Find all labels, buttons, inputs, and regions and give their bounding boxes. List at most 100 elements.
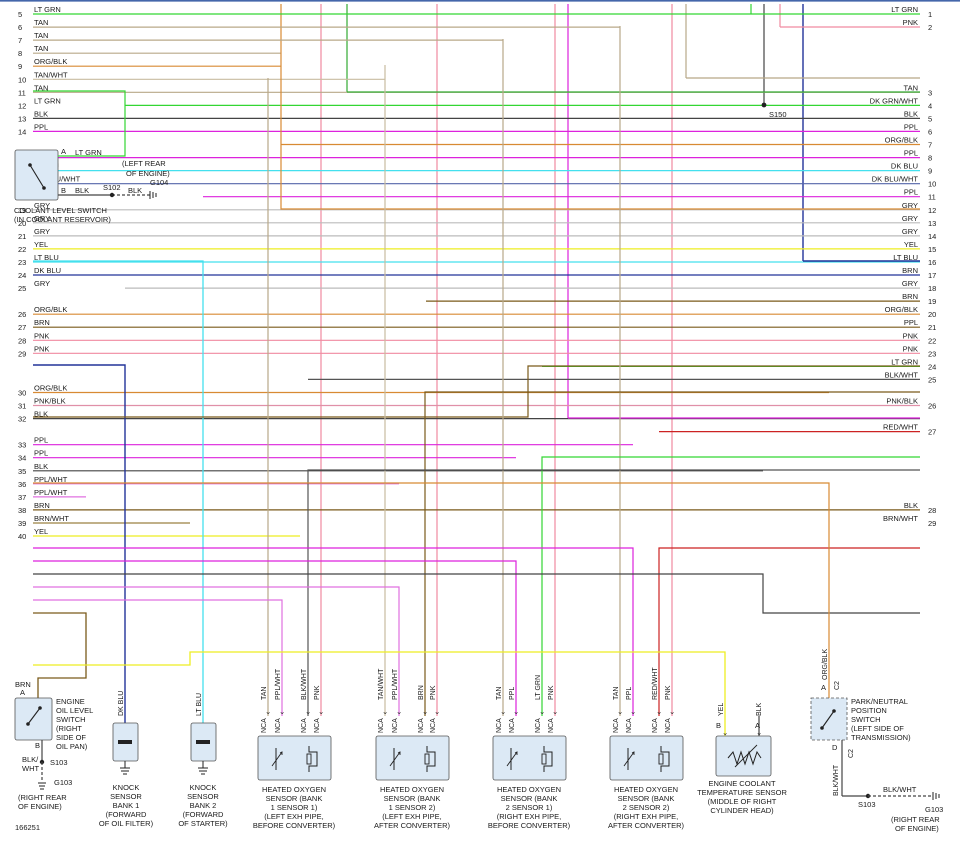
row-number-left: 40 xyxy=(18,532,26,541)
connector-mark: ⌄ xyxy=(617,707,623,716)
nca-label: NCA xyxy=(378,718,385,733)
wire-color-left: PPL xyxy=(34,436,48,445)
wire-color-right: PPL xyxy=(904,149,918,158)
wire-color-right: ORG/BLK xyxy=(885,136,918,145)
row-number-left: 36 xyxy=(18,480,26,489)
row-number-left: 5 xyxy=(18,10,22,19)
connector-mark: ⌄ xyxy=(539,707,545,716)
pnp-splice-wire: BLK/WHT xyxy=(883,785,917,794)
coolant-splice-label: S102 xyxy=(103,183,121,192)
wire-color-left: PNK xyxy=(34,344,49,353)
row-number-left: 31 xyxy=(18,402,26,411)
nca-label: NCA xyxy=(392,718,399,733)
connector-mark: ⌄ xyxy=(318,707,324,716)
row-number-right: 29 xyxy=(928,519,936,528)
wire-color-left: ORG/BLK xyxy=(34,384,67,393)
row-number-left: 11 xyxy=(18,88,26,97)
sensor-caption-line: HEATED OXYGEN xyxy=(614,785,678,794)
row-number-right: 9 xyxy=(928,167,932,176)
wire-color-right: PPL xyxy=(904,188,918,197)
coolant-pin-a: A xyxy=(61,147,66,156)
sensor-wire-label: TAN xyxy=(613,687,620,700)
oil-wire-bot-2: WHT xyxy=(22,764,39,773)
nca-label: NCA xyxy=(665,718,672,733)
coolant-splice-wire: BLK xyxy=(128,186,142,195)
knock2-wire: LT BLU xyxy=(196,693,203,716)
routing-lines xyxy=(33,26,920,736)
sensor-caption-line: 2 SENSOR 1) xyxy=(506,803,553,812)
row-number-left: 14 xyxy=(18,127,26,136)
wire-color-left: YEL xyxy=(34,240,48,249)
row-number-right: 15 xyxy=(928,245,936,254)
sensor-wire-label: PNK xyxy=(314,685,321,700)
sensor-caption-line: AFTER CONVERTER) xyxy=(608,821,685,830)
coolant-switch-name: COOLANT LEVEL SWITCH xyxy=(14,206,107,215)
wire-color-right: LT GRN xyxy=(891,5,918,14)
wire-color-left: PPL xyxy=(34,449,48,458)
caption-line: SWITCH xyxy=(56,715,86,724)
row-number-left: 19 xyxy=(18,206,26,215)
row-number-left: 21 xyxy=(18,232,26,241)
wire-color-left: BRN xyxy=(34,501,50,510)
row-number-left: 23 xyxy=(18,258,26,267)
pnp-ground-loc-1: (RIGHT REAR xyxy=(891,815,940,824)
caption-line: TRANSMISSION) xyxy=(851,733,911,742)
wire-color-left: BLK xyxy=(34,462,48,471)
wire-color-right: GRY xyxy=(902,201,918,210)
wire-color-left: ORG/BLK xyxy=(34,305,67,314)
wire-color-right: BLK xyxy=(904,501,918,510)
wire-color-left: GRY xyxy=(34,279,50,288)
caption-line: (RIGHT xyxy=(56,724,82,733)
row-number-right: 6 xyxy=(928,127,932,136)
wire-color-right: BRN/WHT xyxy=(883,514,918,523)
caption-line: OIL LEVEL xyxy=(56,706,93,715)
row-number-left: 6 xyxy=(18,23,22,32)
heated-oxygen-sensor: ⌄NCATAN⌄NCAPPL/WHT⌄NCABLK/WHT⌄NCAPNKHEAT… xyxy=(253,668,336,830)
caption-line: CYLINDER HEAD) xyxy=(710,806,774,815)
ect-pin-a: A xyxy=(755,721,760,730)
wire-color-left: GRY xyxy=(34,201,50,210)
row-number-right: 10 xyxy=(928,180,936,189)
nca-label: NCA xyxy=(496,718,503,733)
wire-color-left: PNK/BLK xyxy=(34,397,66,406)
sensor-body xyxy=(257,735,332,781)
row-number-right: 4 xyxy=(928,101,932,110)
caption-line: KNOCK xyxy=(190,783,217,792)
coolant-level-switch: A LT GRN B BLK S102 BLK G104 (LEFT REAR … xyxy=(14,147,170,224)
row-number-left: 28 xyxy=(18,336,26,345)
row-number-right: 1 xyxy=(928,10,932,19)
sensor-caption-line: (LEFT EXH PIPE, xyxy=(382,812,441,821)
wire-color-left: BLK xyxy=(34,109,48,118)
sensor-caption-line: 2 SENSOR 2) xyxy=(623,803,670,812)
wire-color-right: DK GRN/WHT xyxy=(870,96,919,105)
ect-v-b: ⌄ xyxy=(722,728,728,737)
wire-color-left: PPL/WHT xyxy=(34,475,68,484)
nca-label: NCA xyxy=(535,718,542,733)
nca-label: NCA xyxy=(652,718,659,733)
row-number-left: 10 xyxy=(18,75,26,84)
wire-color-right: RED/WHT xyxy=(883,423,918,432)
coolant-ground-loc-2: OF ENGINE) xyxy=(126,169,170,178)
wire-color-right: LT GRN xyxy=(891,357,918,366)
row-number-right: 26 xyxy=(928,402,936,411)
figure-id: 166251 xyxy=(15,823,40,832)
connector-mark: ⌄ xyxy=(396,707,402,716)
nca-label: NCA xyxy=(301,718,308,733)
row-number-left: 30 xyxy=(18,389,26,398)
connector-mark: ⌄ xyxy=(422,707,428,716)
nca-label: NCA xyxy=(509,718,516,733)
nca-label: NCA xyxy=(626,718,633,733)
wire-color-left: GRY xyxy=(34,227,50,236)
coolant-pin-a-wire: LT GRN xyxy=(75,148,102,157)
connector-mark: ⌄ xyxy=(279,707,285,716)
caption-line: OIL PAN) xyxy=(56,742,88,751)
sensor-wire-label: PPL/WHT xyxy=(392,668,399,700)
connector-mark: ⌄ xyxy=(434,707,440,716)
wire-color-right: GRY xyxy=(902,214,918,223)
wire-color-left: PPL/WHT xyxy=(34,488,68,497)
sensor-caption-line: HEATED OXYGEN xyxy=(262,785,326,794)
row-number-right: 28 xyxy=(928,506,936,515)
